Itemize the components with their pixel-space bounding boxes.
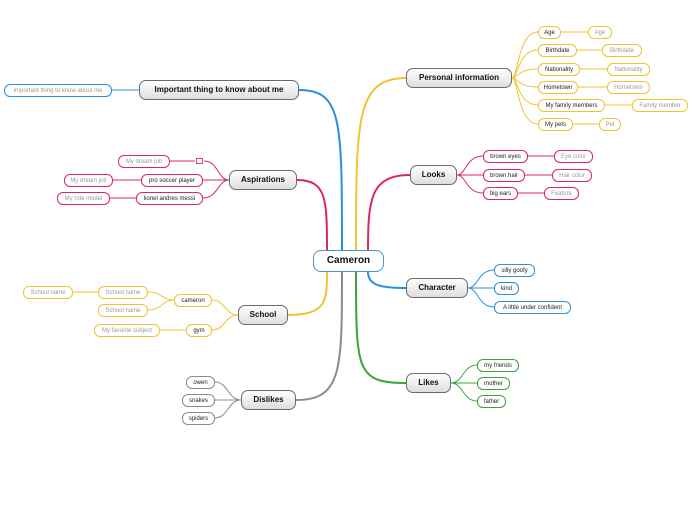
central-topic[interactable]: Cameron: [313, 250, 384, 272]
subtopic-gym[interactable]: gym: [186, 324, 212, 337]
placeholder-hometown[interactable]: Hometown: [607, 81, 650, 94]
placeholder-feature[interactable]: Feature: [544, 187, 579, 200]
placeholder-nationality[interactable]: Nationality: [607, 63, 650, 76]
subtopic-owen[interactable]: owen: [186, 376, 215, 389]
topic-aspirations[interactable]: Aspirations: [229, 170, 297, 190]
connector-looks: [367, 174, 411, 253]
empty-topic-marker[interactable]: [196, 158, 203, 164]
connector-school: [287, 271, 328, 316]
placeholder-my-dream-job-top[interactable]: My dream job: [118, 155, 170, 168]
placeholder-favorite-subject[interactable]: My favorite subject: [94, 324, 160, 337]
placeholder-hair-color[interactable]: Hair color: [552, 169, 592, 182]
connector-dislikes: [295, 271, 343, 401]
subtopic-father[interactable]: father: [477, 395, 506, 408]
placeholder-my-role-model[interactable]: My role model: [57, 192, 110, 205]
dislikes-sub-connectors: [214, 381, 242, 419]
subtopic-hometown[interactable]: Hometown: [538, 81, 578, 94]
placeholder-eye-color[interactable]: Eye color: [554, 150, 593, 163]
placeholder-school-name-far[interactable]: School name: [23, 286, 73, 299]
aspirations-sub-connectors: [110, 160, 230, 199]
subtopic-silly-goofy[interactable]: silly goofy: [494, 264, 535, 277]
topic-important-thing[interactable]: Important thing to know about me: [139, 80, 299, 100]
topic-dislikes[interactable]: Dislikes: [241, 390, 296, 410]
placeholder-school-name-2[interactable]: School name: [98, 304, 148, 317]
subtopic-big-ears[interactable]: big ears: [483, 187, 518, 200]
topic-likes[interactable]: Likes: [406, 373, 451, 393]
connector-important: [298, 89, 343, 251]
connector-character: [367, 271, 407, 289]
subtopic-age[interactable]: Age: [538, 26, 561, 39]
placeholder-important-thing[interactable]: Important thing to know about me: [4, 84, 112, 97]
topic-school[interactable]: School: [238, 305, 288, 325]
placeholder-family-member[interactable]: Family member: [632, 99, 688, 112]
placeholder-birthdate[interactable]: Birthdate: [602, 44, 642, 57]
subtopic-pets[interactable]: My pets: [538, 118, 573, 131]
character-sub-connectors: [467, 269, 495, 308]
looks-sub-connectors: [456, 155, 554, 194]
connector-personal: [355, 77, 407, 251]
subtopic-cameron[interactable]: cameron: [174, 294, 212, 307]
subtopic-nationality[interactable]: Nationality: [538, 63, 580, 76]
connector-aspirations: [296, 179, 328, 253]
subtopic-birthdate[interactable]: Birthdate: [538, 44, 577, 57]
connector-likes: [355, 271, 407, 384]
topic-character[interactable]: Character: [406, 278, 468, 298]
placeholder-age[interactable]: Age: [588, 26, 612, 39]
subtopic-spiders[interactable]: spiders: [182, 412, 215, 425]
placeholder-pet[interactable]: Pet: [599, 118, 621, 131]
subtopic-kind[interactable]: kind: [494, 282, 519, 295]
subtopic-brown-hair[interactable]: brown hair: [483, 169, 525, 182]
school-sub-connectors: [73, 291, 239, 331]
placeholder-my-dream-job[interactable]: My dream job: [64, 174, 113, 187]
subtopic-my-friends[interactable]: my friends: [477, 359, 519, 372]
topic-looks[interactable]: Looks: [410, 165, 457, 185]
subtopic-under-confident[interactable]: A little under confident: [494, 301, 571, 314]
topic-personal-information[interactable]: Personal information: [406, 68, 512, 88]
placeholder-school-name-1[interactable]: School name: [98, 286, 148, 299]
subtopic-pro-soccer-player[interactable]: pro soccer player: [141, 174, 203, 187]
subtopic-family-members[interactable]: My family members: [538, 99, 605, 112]
personal-sub-connectors: [511, 31, 632, 125]
subtopic-mother[interactable]: mother: [477, 377, 510, 390]
subtopic-lionel-messi[interactable]: lionel andres messi: [136, 192, 203, 205]
subtopic-snakes[interactable]: snakes: [182, 394, 215, 407]
subtopic-brown-eyes[interactable]: brown eyes: [483, 150, 528, 163]
likes-sub-connectors: [450, 364, 478, 402]
